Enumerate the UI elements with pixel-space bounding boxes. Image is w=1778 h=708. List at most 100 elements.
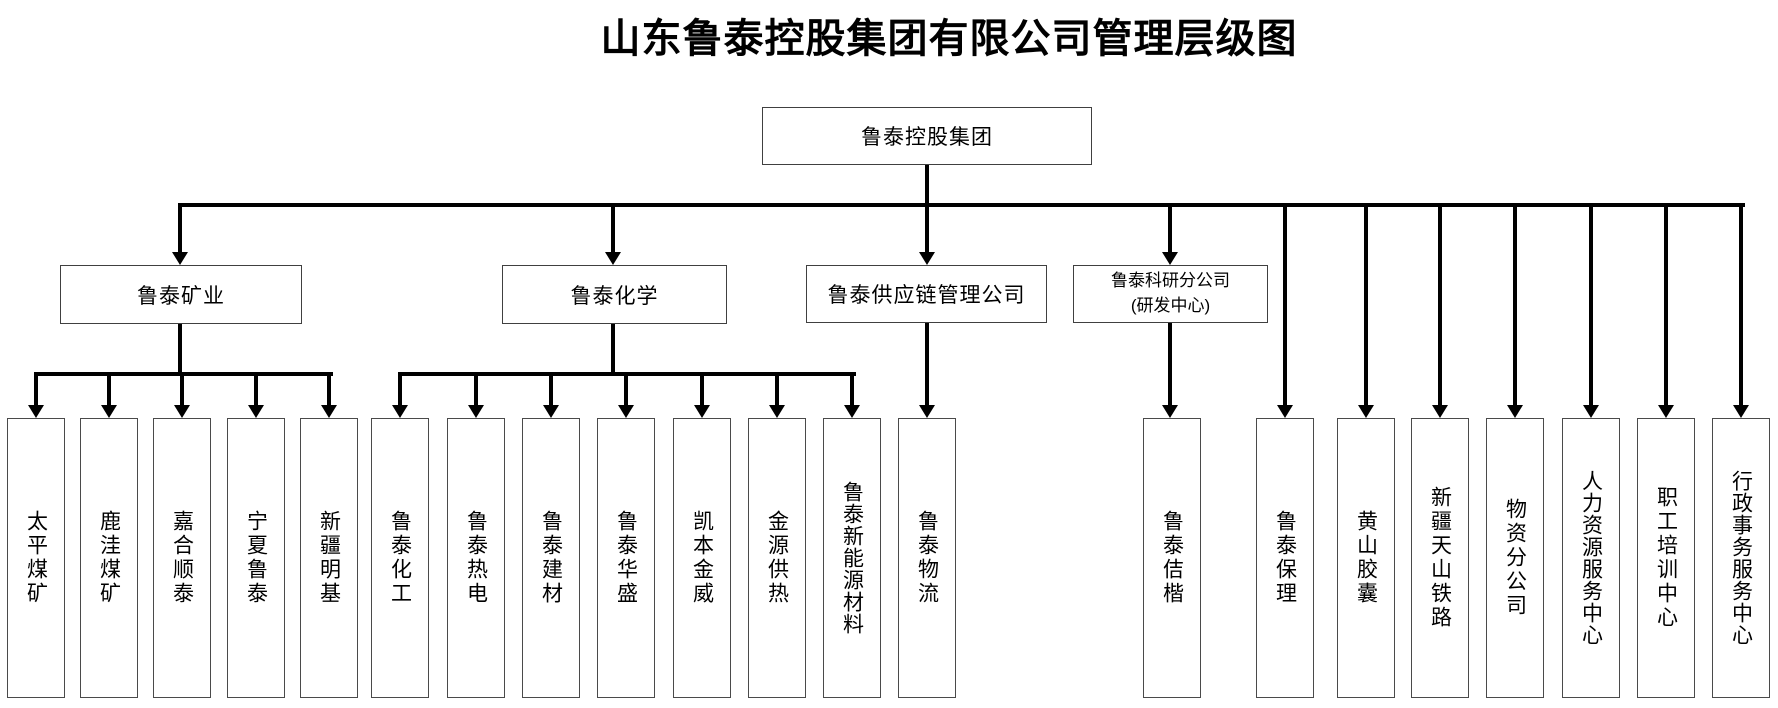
node-lutai-huasheng: 鲁泰华盛 xyxy=(597,418,655,698)
arrow-railway xyxy=(1432,405,1448,418)
connector-mining-stub xyxy=(178,324,182,374)
connector-drop-capsule xyxy=(1364,203,1368,406)
research-label-line2: (研发中心) xyxy=(1130,296,1211,315)
node-staff-training-center: 职工培训中心 xyxy=(1637,418,1695,698)
node-label: 职工培训中心 xyxy=(1654,486,1678,630)
arrow-jikai xyxy=(1162,405,1178,418)
node-label: 鲁泰新能源材料 xyxy=(840,481,864,635)
node-label: 鲁泰建材 xyxy=(539,510,563,606)
connector-drop-jiancai xyxy=(549,372,553,406)
arrow-admin xyxy=(1733,405,1749,418)
arrow-capsule xyxy=(1358,405,1374,418)
arrow-luwa xyxy=(101,405,117,418)
node-lutai-building-materials: 鲁泰建材 xyxy=(522,418,580,698)
node-label: 人力资源服务中心 xyxy=(1579,470,1603,646)
connector-drop-mingji xyxy=(327,372,331,406)
connector-drop-jikai xyxy=(1168,323,1172,406)
node-xinjiang-mingji: 新疆明基 xyxy=(300,418,358,698)
node-label: 行政事务服务中心 xyxy=(1729,470,1753,646)
connector-drop-redian xyxy=(474,372,478,406)
node-label: 鲁泰物流 xyxy=(915,510,939,606)
connector-drop-mining xyxy=(178,203,182,253)
connector-drop-jiahe xyxy=(180,372,184,406)
node-lutai-logistics: 鲁泰物流 xyxy=(898,418,956,698)
arrow-supply-chain xyxy=(919,252,935,265)
node-label: 鲁泰热电 xyxy=(464,510,488,606)
node-lutai-mining: 鲁泰矿业 xyxy=(60,265,302,324)
node-lutai-jikai: 鲁泰佶楷 xyxy=(1143,418,1201,698)
connector-drop-materials xyxy=(1513,203,1517,406)
connector-trunk xyxy=(178,203,1745,207)
arrow-taiping xyxy=(28,405,44,418)
connector-drop-kaiben xyxy=(700,372,704,406)
node-label: 金源供热 xyxy=(765,510,789,606)
node-label: 物资分公司 xyxy=(1503,498,1527,618)
node-label: 宁夏鲁泰 xyxy=(244,510,268,606)
node-label: 鹿洼煤矿 xyxy=(97,510,121,606)
node-label: 鲁泰佶楷 xyxy=(1160,510,1184,606)
arrow-ningxia xyxy=(248,405,264,418)
node-lutai-huagong: 鲁泰化工 xyxy=(371,418,429,698)
arrow-factoring xyxy=(1277,405,1293,418)
arrow-jiancai xyxy=(543,405,559,418)
chart-title: 山东鲁泰控股集团有限公司管理层级图 xyxy=(600,16,1298,61)
arrow-logistics xyxy=(919,405,935,418)
node-label: 鲁泰华盛 xyxy=(614,510,638,606)
node-admin-affairs-service-center: 行政事务服务中心 xyxy=(1712,418,1770,698)
arrow-hr xyxy=(1583,405,1599,418)
node-lutai-thermal-power: 鲁泰热电 xyxy=(447,418,505,698)
connector-drop-training xyxy=(1664,203,1668,406)
node-label: 新疆天山铁路 xyxy=(1428,486,1452,630)
node-label: 嘉合顺泰 xyxy=(170,510,194,606)
connector-chemical-stub xyxy=(611,324,615,374)
connector-drop-supply-chain xyxy=(925,203,929,253)
arrow-materials xyxy=(1507,405,1523,418)
arrow-jiahe xyxy=(174,405,190,418)
node-materials-branch: 物资分公司 xyxy=(1486,418,1544,698)
arrow-kaiben xyxy=(694,405,710,418)
arrow-new-energy xyxy=(844,405,860,418)
node-jinyuan-heating: 金源供热 xyxy=(748,418,806,698)
arrow-huagong xyxy=(392,405,408,418)
connector-drop-factoring xyxy=(1283,203,1287,406)
connector-drop-railway xyxy=(1438,203,1442,406)
node-lutai-factoring: 鲁泰保理 xyxy=(1256,418,1314,698)
arrow-redian xyxy=(468,405,484,418)
connector-drop-huagong xyxy=(398,372,402,406)
node-label: 新疆明基 xyxy=(317,510,341,606)
connector-drop-hr xyxy=(1589,203,1593,406)
connector-drop-logistics xyxy=(925,323,929,406)
connector-drop-jinyuan xyxy=(775,372,779,406)
arrow-training xyxy=(1658,405,1674,418)
node-label: 黄山胶囊 xyxy=(1354,510,1378,606)
connector-root-stem xyxy=(925,165,929,206)
arrow-chemical xyxy=(605,252,621,265)
connector-drop-research xyxy=(1168,203,1172,253)
node-xinjiang-tianshan-railway: 新疆天山铁路 xyxy=(1411,418,1469,698)
node-luwa-coal-mine: 鹿洼煤矿 xyxy=(80,418,138,698)
node-label: 太平煤矿 xyxy=(24,510,48,606)
node-lutai-supply-chain: 鲁泰供应链管理公司 xyxy=(806,265,1047,323)
node-kaiben-jinwei: 凯本金威 xyxy=(673,418,731,698)
node-label: 凯本金威 xyxy=(690,510,714,606)
node-lutai-holding-group: 鲁泰控股集团 xyxy=(762,107,1092,165)
node-lutai-chemical: 鲁泰化学 xyxy=(502,265,727,324)
node-lutai-new-energy-materials: 鲁泰新能源材料 xyxy=(823,418,881,698)
arrow-mining xyxy=(172,252,188,265)
connector-drop-huasheng xyxy=(624,372,628,406)
connector-drop-luwa xyxy=(107,372,111,406)
node-lutai-research-branch: 鲁泰科研分公司 (研发中心) xyxy=(1073,265,1268,323)
node-jiahe-shuntai: 嘉合顺泰 xyxy=(153,418,211,698)
node-hr-service-center: 人力资源服务中心 xyxy=(1562,418,1620,698)
connector-drop-new-energy xyxy=(850,372,854,406)
connector-drop-chemical xyxy=(611,203,615,253)
connector-drop-admin xyxy=(1739,203,1743,406)
connector-drop-ningxia xyxy=(254,372,258,406)
node-taiping-coal-mine: 太平煤矿 xyxy=(7,418,65,698)
node-ningxia-lutai: 宁夏鲁泰 xyxy=(227,418,285,698)
arrow-huasheng xyxy=(618,405,634,418)
arrow-research xyxy=(1162,252,1178,265)
node-label: 鲁泰化工 xyxy=(388,510,412,606)
connector-drop-taiping xyxy=(34,372,38,406)
